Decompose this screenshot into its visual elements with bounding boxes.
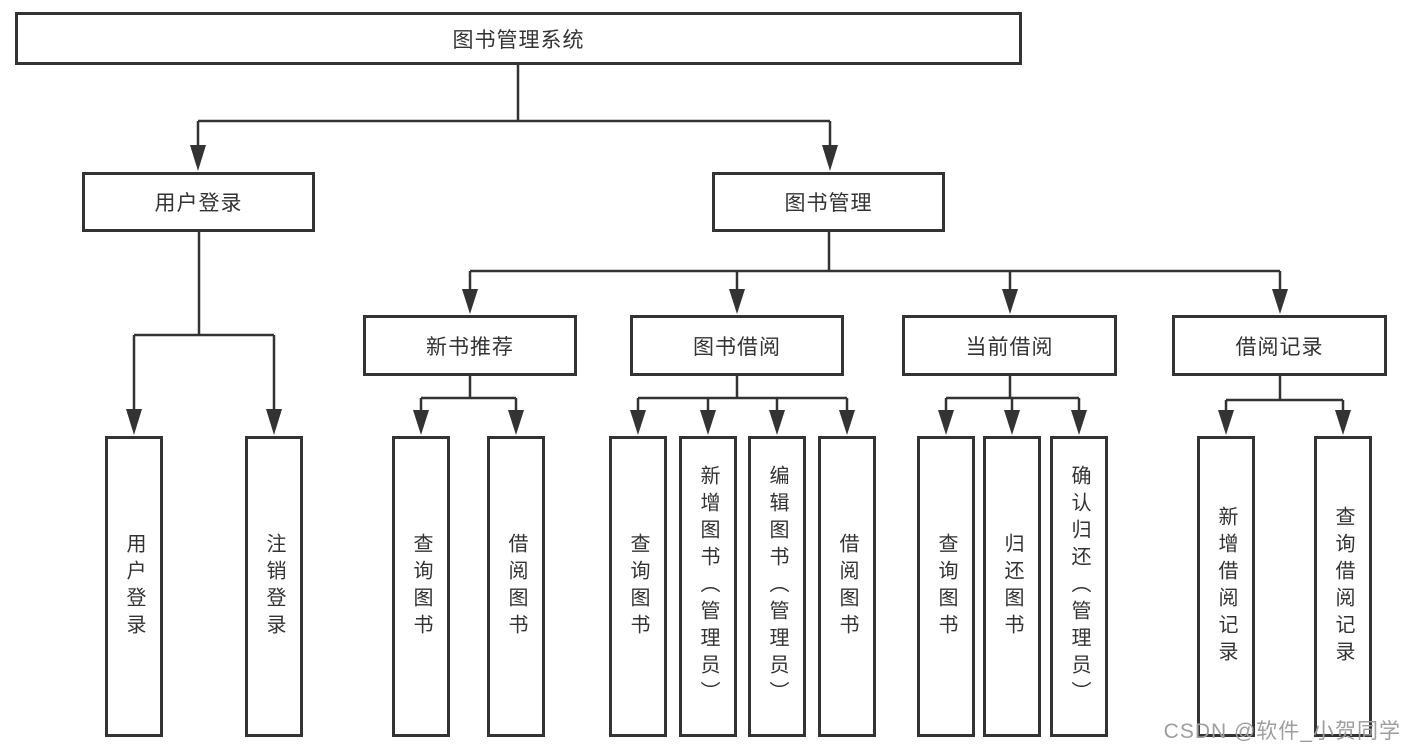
node-new-book-recommend: 新书推荐 [363, 315, 577, 376]
leaf-confirm-return-admin: 确认归还（管理员） [1050, 436, 1108, 737]
node-book-borrow: 图书借阅 [630, 315, 844, 376]
leaf-add-borrow-record: 新增借阅记录 [1197, 436, 1255, 737]
csdn-watermark: CSDN @软件_小贺同学 [1163, 720, 1401, 743]
node-user-login: 用户登录 [82, 172, 315, 232]
leaf-return-books: 归还图书 [983, 436, 1041, 737]
leaf-add-books-admin: 新增图书（管理员） [679, 436, 737, 737]
leaf-query-books-1: 查询图书 [392, 436, 450, 737]
leaf-user-login: 用户登录 [105, 436, 163, 737]
connector-current-borrow [944, 376, 1081, 414]
connector-book-borrow [636, 376, 849, 414]
connector-new-books [419, 376, 518, 414]
connector-user-login [132, 232, 276, 412]
node-book-management: 图书管理 [712, 172, 945, 232]
arrowheads [126, 145, 1351, 435]
leaf-query-books-2: 查询图书 [609, 436, 667, 737]
leaf-borrow-books-1: 借阅图书 [487, 436, 545, 737]
node-library-system: 图书管理系统 [15, 12, 1022, 65]
leaf-query-borrow-record: 查询借阅记录 [1314, 436, 1372, 737]
node-borrow-records: 借阅记录 [1172, 315, 1387, 376]
connector-root [196, 65, 832, 150]
leaf-logout: 注销登录 [245, 436, 303, 737]
node-current-borrow: 当前借阅 [902, 315, 1117, 376]
connector-borrow-records [1224, 376, 1345, 414]
leaf-edit-books-admin: 编辑图书（管理员） [748, 436, 806, 737]
leaf-borrow-books-2: 借阅图书 [818, 436, 876, 737]
leaf-query-books-3: 查询图书 [917, 436, 975, 737]
connector-book-mgmt [468, 232, 1282, 292]
